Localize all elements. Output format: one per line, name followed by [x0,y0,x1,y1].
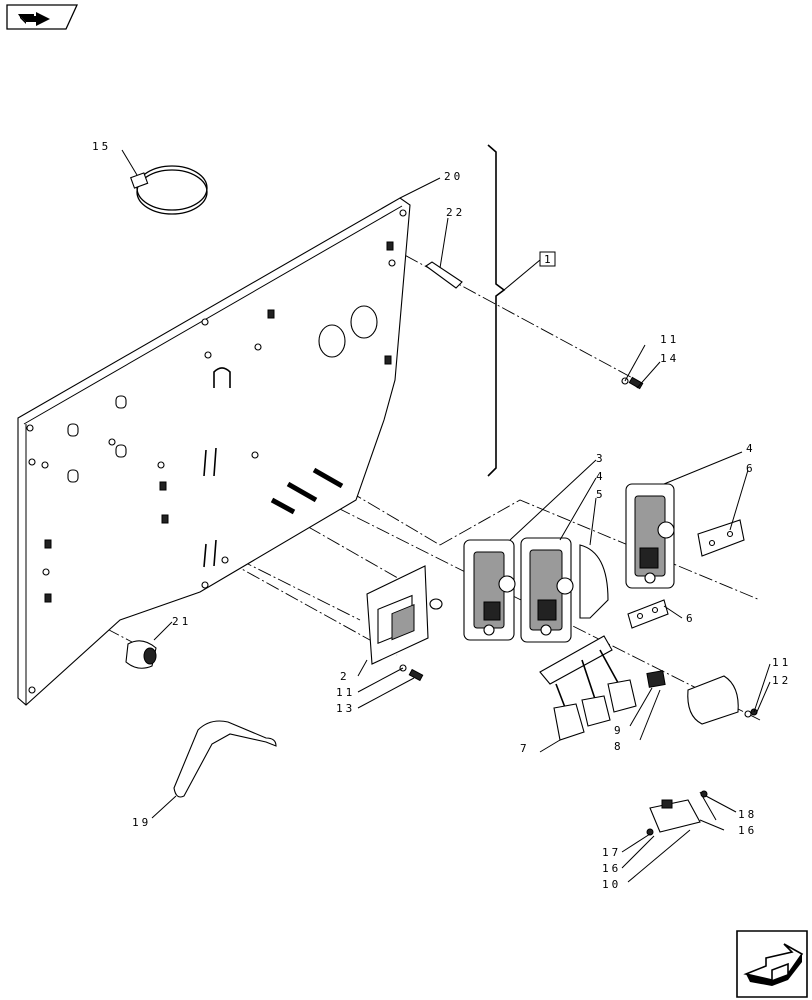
cable-tie [121,149,208,215]
relay-block-4 [520,477,597,643]
callout-17: 17 [602,846,621,859]
screw-washer [621,344,661,390]
sleeve-pin [425,217,463,289]
mounting-panel [17,177,441,706]
next-page-button[interactable] [736,930,808,998]
callout-11-left: 11 [336,686,355,699]
callout-9: 9 [614,724,624,737]
callout-labels: 15 20 22 1 11 14 3 4 4 5 6 6 21 2 11 13 … [92,140,791,891]
callout-6-upper: 6 [746,462,756,475]
callout-11-top: 11 [660,333,679,346]
bracket-6 [627,469,749,629]
back-arrow-icon [6,4,78,30]
threaded-rods [270,467,344,515]
callout-19: 19 [132,816,151,829]
callout-10: 10 [602,878,621,891]
callout-21: 21 [172,615,191,628]
end-cap [687,663,771,725]
callout-6-lower: 6 [686,612,696,625]
bottom-bracket [621,790,737,883]
previous-page-button[interactable] [6,4,78,30]
callout-16-left: 16 [602,862,621,875]
callout-20: 20 [444,170,463,183]
callout-22: 22 [446,206,465,219]
callout-2: 2 [340,670,350,683]
callout-4-right: 4 [746,442,756,455]
relay-block-4-right [625,451,743,589]
callout-8: 8 [614,740,624,753]
connector-plate [357,565,443,677]
callout-1: 1 [544,253,554,266]
callout-11-right: 11 [772,656,791,669]
callout-3: 3 [596,452,606,465]
relay-block-3 [463,459,597,641]
assembly-bracket [487,144,556,477]
callout-15: 15 [92,140,111,153]
callout-4-center: 4 [596,470,606,483]
forward-arrow-icon [736,930,808,998]
callout-16-right: 16 [738,824,757,837]
callout-14: 14 [660,352,679,365]
small-switch [629,670,666,741]
cover-plate [579,497,609,619]
callout-18: 18 [738,808,757,821]
callout-7: 7 [520,742,530,755]
lower-screw [357,664,424,709]
callout-5: 5 [596,488,606,501]
wrench-tool [151,720,277,819]
callout-13: 13 [336,702,355,715]
knob-bracket [539,635,637,753]
rubber-standoff [125,621,173,669]
callout-12: 12 [772,674,791,687]
